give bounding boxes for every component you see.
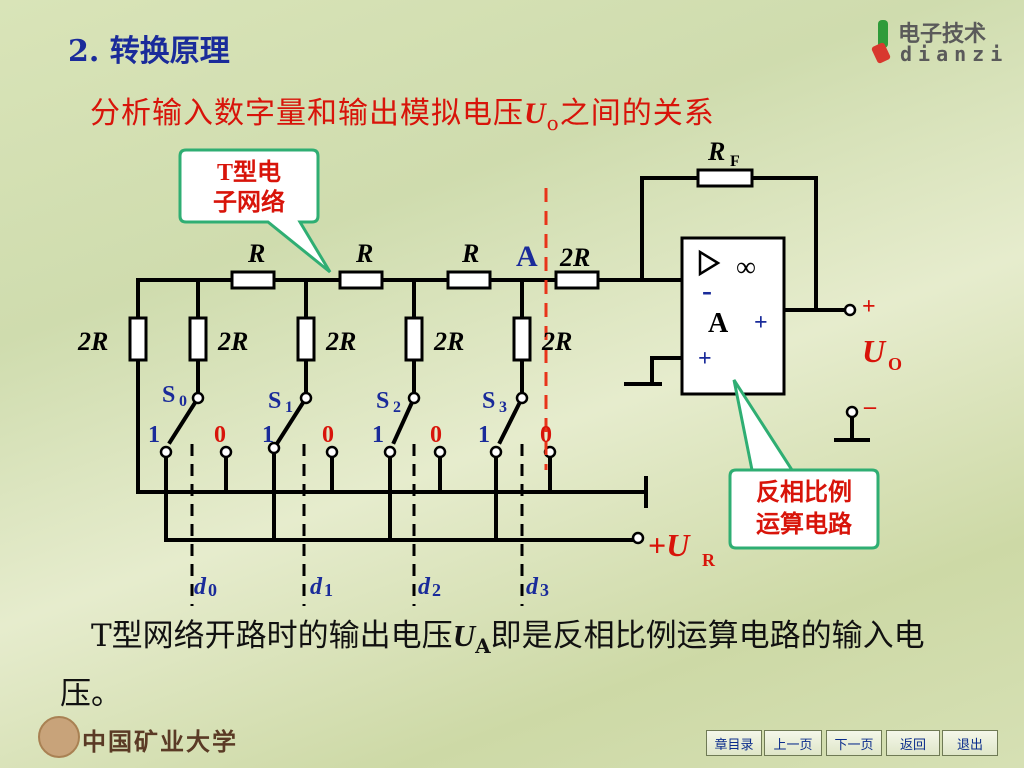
label-r1: R bbox=[247, 239, 265, 268]
opamp-triangle-icon bbox=[698, 249, 721, 277]
label-2r-end: 2R bbox=[77, 327, 108, 356]
switch-1-label: S bbox=[268, 388, 281, 414]
switch-0-sub: 0 bbox=[179, 393, 187, 410]
bit-0-label: d bbox=[194, 574, 207, 600]
bit-1-sub: 1 bbox=[324, 580, 333, 600]
output-minus: – bbox=[863, 394, 877, 420]
body-text: T型网络开路时的输出电压UA即是反相比例运算电路的输入电压。 bbox=[60, 612, 980, 718]
nav-chapter-button[interactable]: 章目录 bbox=[706, 730, 762, 756]
switch-1-sub: 1 bbox=[285, 399, 293, 416]
bit-2-label: d bbox=[418, 574, 431, 600]
nav-prev-button[interactable]: 上一页 bbox=[764, 730, 822, 756]
switch-3-one: 1 bbox=[478, 422, 490, 448]
label-2r-0: 2R bbox=[217, 327, 248, 356]
nav-exit-button[interactable]: 退出 bbox=[942, 730, 998, 756]
subtitle-text: 分析输入数字量和输出模拟电压 bbox=[90, 96, 524, 131]
opamp-minus: - bbox=[702, 274, 712, 307]
school-seal-icon bbox=[38, 716, 80, 758]
switch-1-one: 1 bbox=[262, 422, 274, 448]
body-text-pre: T型网络开路时的输出电压 bbox=[91, 618, 453, 654]
switch-3-label: S bbox=[482, 388, 495, 414]
opamp-plus-out: + bbox=[754, 310, 768, 336]
logo-icon bbox=[871, 20, 891, 64]
callout-t-network bbox=[178, 148, 332, 274]
node-a-label: A bbox=[516, 240, 538, 273]
body-text-post: 即是反相比例运算电路的输入电压。 bbox=[60, 618, 925, 713]
subtitle-sub: o bbox=[546, 111, 560, 135]
label-2r-3: 2R bbox=[541, 327, 572, 356]
output-plus: + bbox=[862, 294, 876, 320]
switch-2-sub: 2 bbox=[393, 399, 401, 416]
resistor-2r-end bbox=[128, 316, 148, 362]
resistor-r3 bbox=[446, 270, 492, 290]
bit-0-sub: 0 bbox=[208, 580, 217, 600]
switch-0-one: 1 bbox=[148, 422, 160, 448]
opamp-label: A bbox=[708, 308, 729, 339]
circuit-diagram: T型电 子网络 反相比例 运算电路 R R R 2R 2R 2R 2R 2R 2… bbox=[77, 137, 902, 606]
callout-inv-line2: 运算电路 bbox=[756, 510, 853, 538]
logo-text-cn: 电子技术 bbox=[898, 22, 987, 47]
subtitle-text-end: 之间的关系 bbox=[559, 96, 715, 131]
logo-text-en: dianzi bbox=[900, 42, 1009, 66]
resistor-2r-3 bbox=[512, 316, 532, 362]
school-name: 中国矿业大学 bbox=[82, 727, 238, 756]
body-sub: A bbox=[475, 634, 491, 659]
subtitle-var: U bbox=[524, 97, 547, 130]
logo: 电子技术 dianzi bbox=[870, 16, 1010, 72]
switch-2-one: 1 bbox=[372, 422, 384, 448]
label-rf: R bbox=[707, 137, 725, 166]
nav-next-button[interactable]: 下一页 bbox=[826, 730, 882, 756]
reference-sub: R bbox=[702, 550, 716, 570]
resistor-r2 bbox=[338, 270, 384, 290]
reference-label: +U bbox=[648, 527, 691, 563]
resistor-2r-0 bbox=[188, 316, 208, 362]
switch-3-zero: 0 bbox=[540, 422, 552, 448]
body-var: U bbox=[452, 618, 476, 653]
page-heading: 2. 转换原理 bbox=[68, 34, 230, 69]
switch-0-zero: 0 bbox=[214, 422, 226, 448]
bit-2-sub: 2 bbox=[432, 580, 441, 600]
label-rf-sub: F bbox=[730, 153, 740, 170]
label-r3: R bbox=[461, 239, 479, 268]
label-r2: R bbox=[355, 239, 373, 268]
label-2r-1: 2R bbox=[325, 327, 356, 356]
resistor-r1 bbox=[230, 270, 276, 290]
resistor-rf bbox=[696, 168, 754, 188]
nav-back-button[interactable]: 返回 bbox=[886, 730, 940, 756]
callout-t-line1: T型电 bbox=[217, 159, 281, 186]
opamp-plus: + bbox=[698, 346, 712, 372]
callout-inverting bbox=[728, 379, 880, 550]
switch-2-label: S bbox=[376, 388, 389, 414]
bit-3-label: d bbox=[526, 574, 539, 600]
output-label: U bbox=[862, 333, 887, 369]
callout-t-line2: 子网络 bbox=[213, 188, 285, 216]
bit-1-label: d bbox=[310, 574, 323, 600]
resistor-2r-series bbox=[554, 270, 600, 290]
subtitle: 分析输入数字量和输出模拟电压Uo之间的关系 bbox=[90, 88, 715, 135]
resistor-2r-2 bbox=[404, 316, 424, 362]
opamp-infinity: ∞ bbox=[736, 252, 756, 283]
bit-3-sub: 3 bbox=[540, 580, 549, 600]
label-2r-2: 2R bbox=[433, 327, 464, 356]
switch-3-sub: 3 bbox=[499, 399, 507, 416]
output-label-sub: O bbox=[888, 354, 902, 374]
callout-inv-line1: 反相比例 bbox=[756, 479, 852, 506]
switch-1-zero: 0 bbox=[322, 422, 334, 448]
label-2r-series: 2R bbox=[559, 243, 590, 272]
switch-0-label: S bbox=[162, 382, 175, 408]
resistor-2r-1 bbox=[296, 316, 316, 362]
switch-2-zero: 0 bbox=[430, 422, 442, 448]
